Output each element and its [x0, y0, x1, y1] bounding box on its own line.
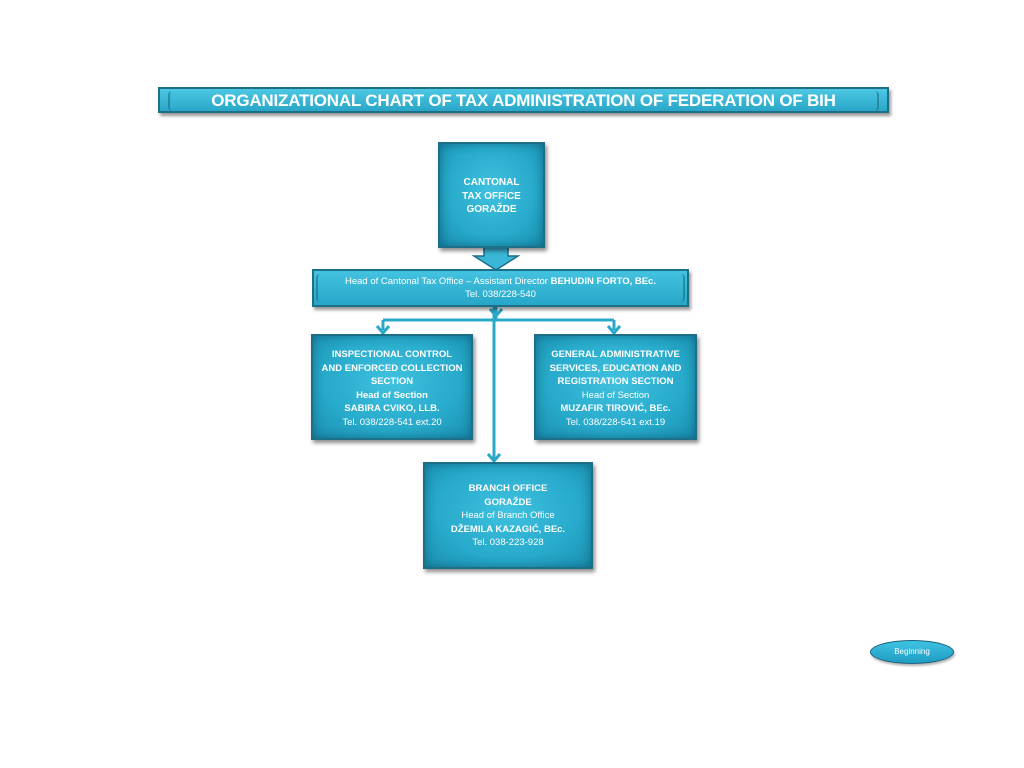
branch-line1: BRANCH OFFICE [468, 483, 548, 494]
branch-arrowhead-icon [486, 453, 502, 464]
left-section-line1: INSPECTIONAL CONTROL [331, 349, 453, 360]
banner-curl-left [316, 274, 328, 302]
scroll-curl-right [867, 91, 879, 111]
branch-line2: GORAŽDE [484, 496, 532, 508]
right-section-phone: Tel. 038/228-541 ext.19 [565, 416, 666, 428]
right-section-line2: SERVICES, EDUCATION AND [549, 362, 682, 374]
title-banner: ORGANIZATIONAL CHART OF TAX ADMINISTRATI… [158, 87, 889, 113]
left-section-role: Head of Section [356, 389, 428, 401]
cantonal-tax-office-box: CANTONAL TAX OFFICE GORAŽDE [438, 142, 545, 248]
scroll-curl-left [168, 91, 180, 111]
branch-role: Head of Branch Office [461, 510, 555, 522]
branch-phone: Tel. 038-223-928 [472, 537, 544, 549]
right-arrowhead-icon [606, 325, 622, 336]
head-title-text: Head of Cantonal Tax Office – Assistant … [345, 276, 551, 287]
chart-title: ORGANIZATIONAL CHART OF TAX ADMINISTRATI… [211, 91, 836, 110]
left-section-phone: Tel. 038/228-541 ext.20 [342, 416, 442, 428]
banner-curl-right [673, 274, 685, 302]
center-arrowhead-icon [488, 308, 504, 319]
branch-office-box: BRANCH OFFICE GORAŽDE Head of Branch Off… [423, 462, 593, 569]
down-arrow-icon [471, 244, 521, 271]
left-section-name: SABIRA CVIKO, LLB. [344, 403, 440, 415]
inspectional-control-section-box: INSPECTIONAL CONTROL AND ENFORCED COLLEC… [311, 334, 473, 440]
head-name: BEHUDIN FORTO, BEc. [550, 276, 656, 287]
right-section-line3: REGISTRATION SECTION [557, 376, 674, 388]
left-section-line2: AND ENFORCED COLLECTION [321, 362, 463, 374]
top-box-line2: TAX OFFICE [462, 190, 521, 202]
top-box-line1: CANTONAL [463, 177, 520, 188]
branch-name: DŽEMILA KAZAGIĆ, BEc. [450, 523, 566, 535]
top-box-line3: GORAŽDE [466, 204, 517, 216]
right-section-name: MUZAFIR TIROVIĆ, BEc. [560, 403, 671, 415]
beginning-button[interactable]: Beginning [870, 640, 954, 664]
right-section-line1: GENERAL ADMINISTRATIVE [551, 349, 680, 360]
left-section-line3: SECTION [370, 376, 414, 388]
right-section-role: Head of Section [581, 389, 650, 401]
head-of-office-banner: Head of Cantonal Tax Office – Assistant … [312, 269, 689, 307]
head-phone: Tel. 038/228-540 [465, 289, 536, 300]
general-administrative-section-box: GENERAL ADMINISTRATIVE SERVICES, EDUCATI… [534, 334, 697, 440]
left-arrowhead-icon [375, 325, 391, 336]
